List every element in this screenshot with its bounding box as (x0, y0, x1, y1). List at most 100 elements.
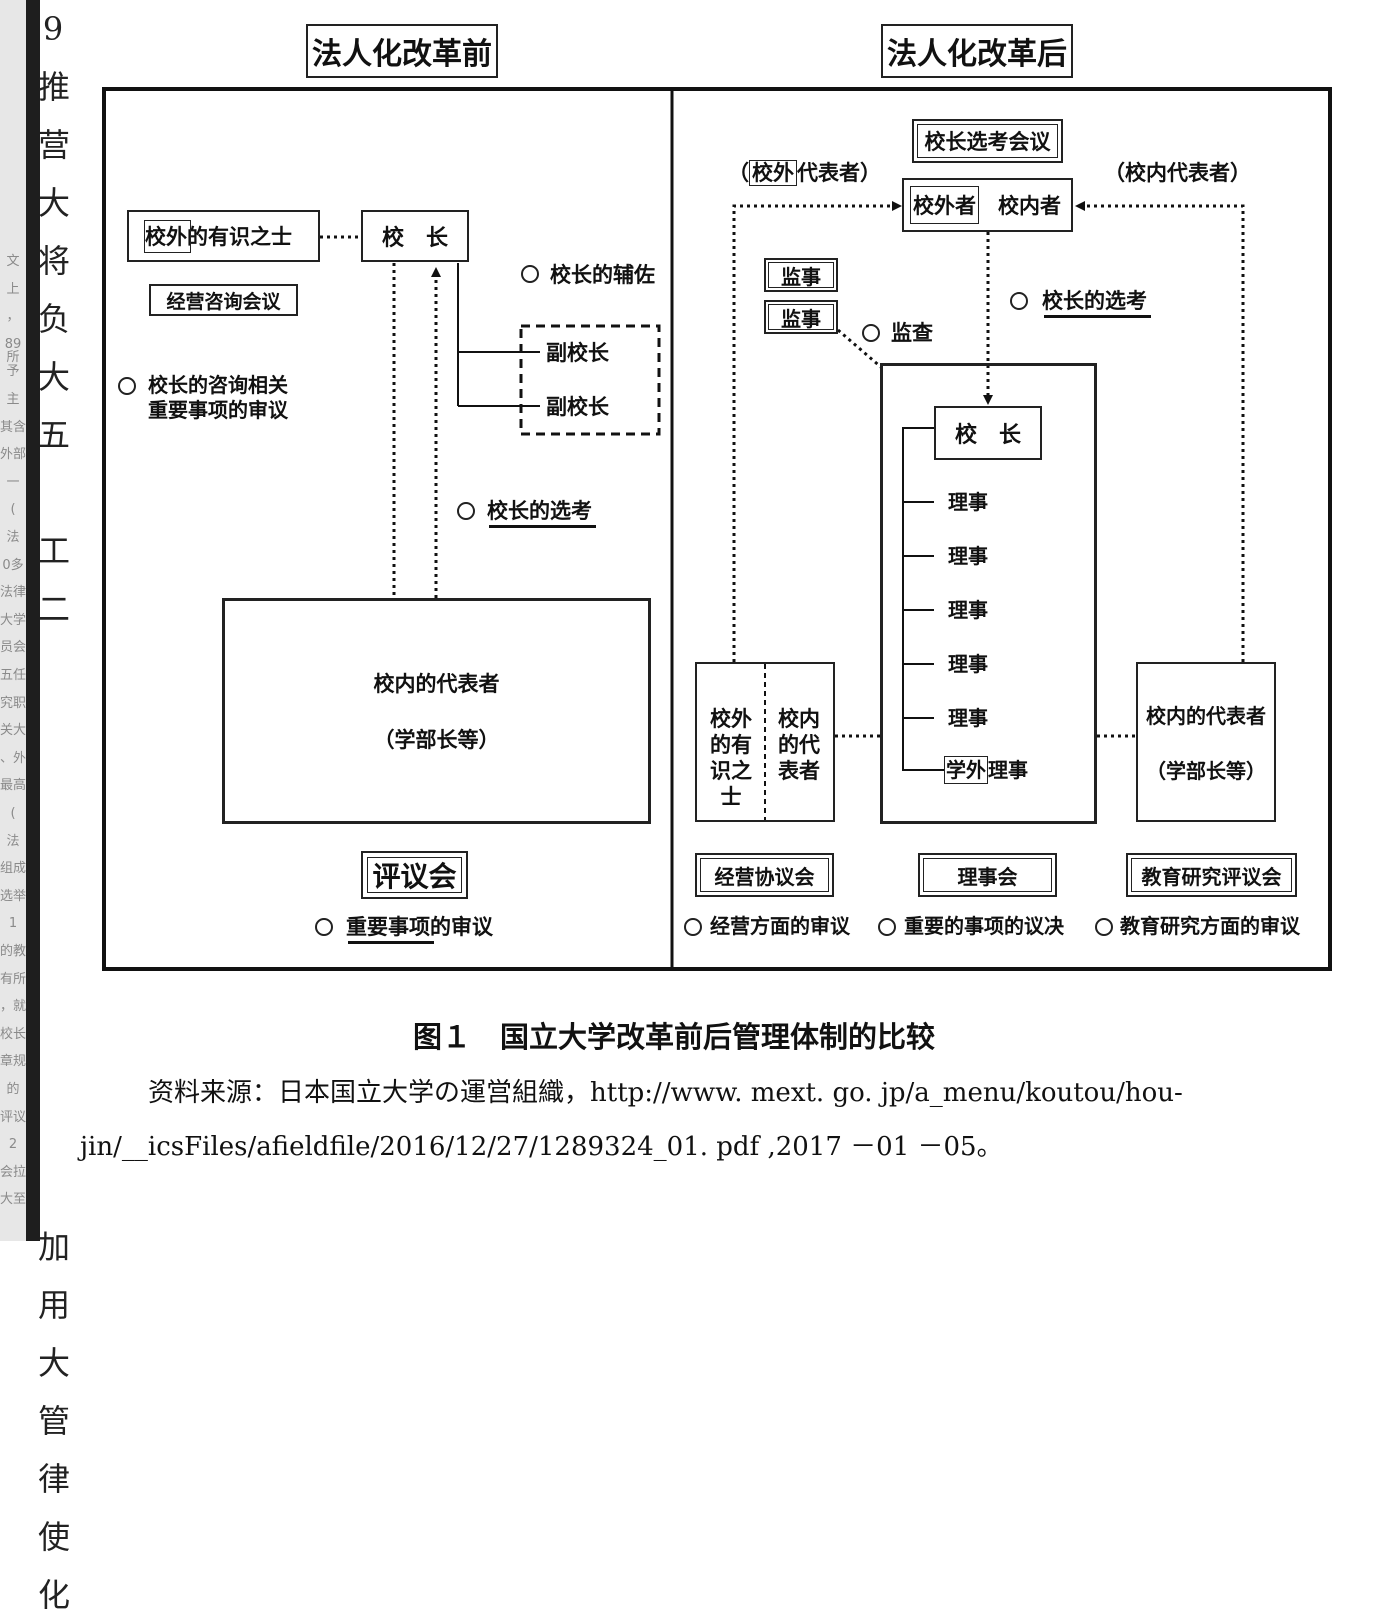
adjacent-page-fragment: 1 (8, 916, 18, 932)
board-note: 重要的事项的议决 (904, 914, 1064, 938)
selection-note-before: 校长的选考 (487, 499, 592, 523)
board-inner-border (923, 858, 1052, 892)
mgmt-council-label: 经营协议会 (714, 864, 815, 889)
management-council-label: 经营咨询会议 (166, 290, 281, 313)
adjacent-page-fragment: 会拉 (0, 1164, 27, 1180)
bullet-circle-icon (457, 502, 475, 520)
senate-inner-border (367, 857, 462, 893)
bullet-circle-icon (315, 918, 333, 936)
bullet-circle-icon (1010, 292, 1028, 310)
adjacent-page-fragment: 一 (6, 474, 20, 490)
adjacent-page-char: 大 (38, 1344, 71, 1382)
edu-council-box: 教育研究评议会 (1126, 853, 1297, 897)
external-director: 学外理事 (944, 756, 1028, 784)
senate-label: 评议会 (372, 860, 457, 893)
audit-note: 监查 (891, 321, 933, 345)
adjacent-page-fragment: 予 (6, 364, 20, 380)
selection-note-after-underline (1044, 315, 1151, 318)
adjacent-page-char: 营 (38, 126, 71, 164)
adjacent-page-fragment: 法 (6, 833, 20, 849)
adjacent-page-fragment: 选举 (0, 888, 27, 904)
diagram-frame (102, 87, 1332, 971)
adjacent-page-fragment: 评议 (0, 1109, 27, 1125)
director-1: 理事 (948, 490, 988, 514)
edu-reps-line1: 校内的代表者 (1146, 704, 1266, 728)
adjacent-page-char: 工 (38, 532, 71, 570)
adjacent-page-fragment: 组成 (0, 861, 27, 877)
adjacent-page-fragment: 、外 (0, 750, 27, 766)
diagram-lines (102, 87, 1332, 971)
edu-note: 教育研究方面的审议 (1120, 914, 1300, 938)
auditor-inner-border (768, 304, 834, 330)
adjacent-page-char: 负 (38, 300, 71, 338)
president-label-after: 校 长 (954, 423, 1021, 448)
mgmt-council-box: 经营协议会 (695, 853, 834, 897)
adjacent-page-fragment: 大学 (0, 612, 27, 628)
external-rep-paren: （ (728, 161, 749, 185)
bullet-circle-icon (878, 918, 896, 936)
external-highlight (144, 220, 191, 253)
director-5: 理事 (948, 706, 988, 730)
adjacent-page-fragment: 上 (6, 281, 20, 297)
assist-note: 校长的辅佐 (550, 263, 655, 287)
internal-member: 校内者 (998, 194, 1061, 218)
mgmt-members-box: 校外 的有 识之 士 校内 的代 表者 (695, 662, 835, 822)
internal-rep-label: （校内代表者） (1104, 161, 1251, 185)
edu-reps-box: 校内的代表者 （学部长等） (1136, 662, 1276, 822)
adjacent-page-fragment: 其含 (0, 419, 27, 435)
source-line-1: 资料来源：日本国立大学の運営組織，http://www. mext. go. j… (148, 1078, 1183, 1108)
vice-president-1: 副校长 (542, 340, 613, 367)
adjacent-page-char: 使 (38, 1518, 71, 1556)
adjacent-page-fragment: 主 (6, 392, 20, 407)
adjacent-page-char: 化 (38, 1576, 71, 1614)
adjacent-page-char: 二 (38, 590, 71, 628)
auditor-box-1: 监事 (764, 258, 838, 292)
adjacent-page-char: 大 (38, 358, 71, 396)
president-box-before: 校 长 (361, 210, 469, 262)
adjacent-page-fragment: 五任 (0, 668, 27, 683)
after-reform-title: 法人化改革后 (887, 37, 1067, 72)
adjacent-page-fragment: 究职 (0, 695, 27, 711)
auditor-link (837, 328, 883, 370)
adjacent-page-fragment: 文 (6, 254, 20, 269)
adjacent-page-char: 用 (38, 1286, 71, 1324)
adjacent-page-fragment: 的教 (0, 944, 27, 959)
auditor-label-1: 监事 (781, 264, 821, 289)
selection-note-after: 校长的选考 (1042, 289, 1147, 313)
bullet-circle-icon (118, 377, 136, 395)
adjacent-page-fragment: 员会 (0, 640, 27, 656)
adjacent-page-fragment: 外部 (0, 447, 27, 463)
adjacent-page-char: 将 (38, 242, 71, 280)
adjacent-page-fragment: 关大 (0, 723, 27, 739)
bullet-circle-icon (862, 324, 880, 342)
external-rep-label: （校外代表者） (728, 160, 881, 186)
external-director-suffix: 理事 (988, 758, 1028, 782)
committee-members-box: 校外者 校内者 (902, 178, 1073, 232)
adjacent-page-fragment: 法律 (0, 585, 27, 601)
page-gutter (26, 0, 40, 1241)
adjacent-page-fragment: ， (6, 309, 20, 325)
adjacent-page-fragment: 2 (8, 1137, 18, 1153)
adjacent-page-fragment: 校长 (0, 1026, 27, 1042)
board-frame (880, 363, 1097, 824)
vice-president-2: 副校长 (542, 394, 613, 421)
edu-council-inner-border (1131, 858, 1292, 892)
internal-reps-line1: 校内的代表者 (373, 672, 500, 696)
adjacent-page-fragment: 章规 (0, 1054, 27, 1070)
senate-box: 评议会 (361, 851, 468, 899)
mgmt-council-inner-border (700, 858, 829, 892)
adjacent-page-char: 推 (38, 68, 71, 106)
external-experts-label: 的有识之士 (187, 225, 292, 249)
auditor-inner-border (768, 262, 834, 288)
auditor-box-2: 监事 (764, 300, 838, 334)
president-box-after: 校 长 (934, 406, 1042, 460)
bullet-circle-icon (684, 918, 702, 936)
adjacent-page-fragment: 法 (6, 530, 20, 545)
vice-president-group (519, 324, 661, 436)
auditor-label-2: 监事 (781, 306, 821, 331)
figure-caption: 图１ 国立大学改革前后管理体制的比较 (413, 1020, 936, 1054)
director-4: 理事 (948, 652, 988, 676)
external-director-prefix: 学外 (944, 756, 988, 784)
external-rep-arrow (732, 201, 902, 662)
